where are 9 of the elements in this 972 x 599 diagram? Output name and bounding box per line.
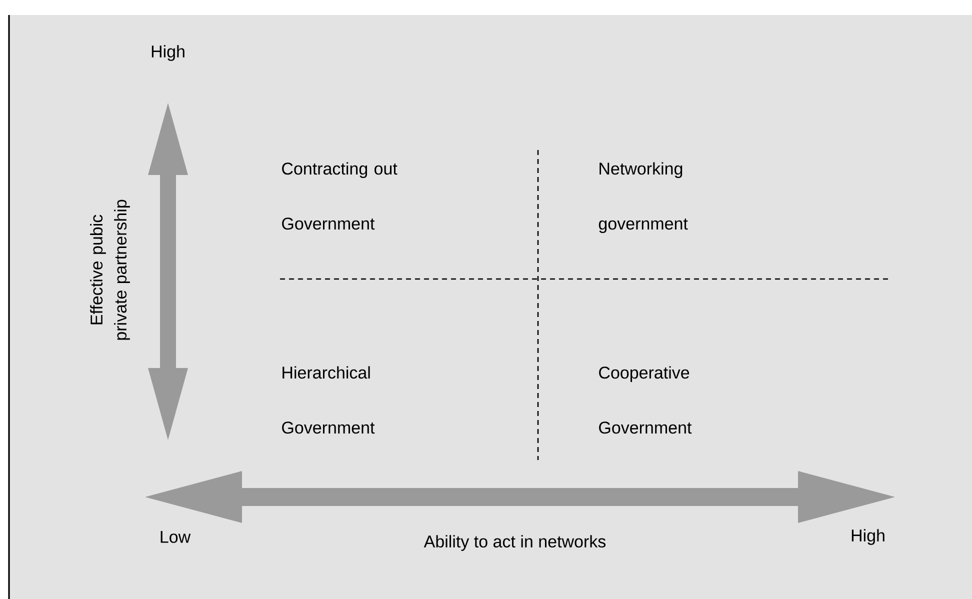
quadrant-label: Cooperative Government [599, 366, 692, 434]
axis-end-label: High [152, 45, 184, 61]
axis-end-label: Low [160, 531, 191, 543]
quadrant-label: Networking government [598, 162, 688, 234]
quadrant-label: Contracting out Government [282, 162, 398, 230]
quadrant-label: Hierarchical Government [282, 366, 375, 434]
axis-end-label: High [852, 529, 884, 545]
axis-title: Effective pubic private partnership [90, 200, 130, 340]
axis-title: Ability to act in networks [424, 535, 606, 551]
